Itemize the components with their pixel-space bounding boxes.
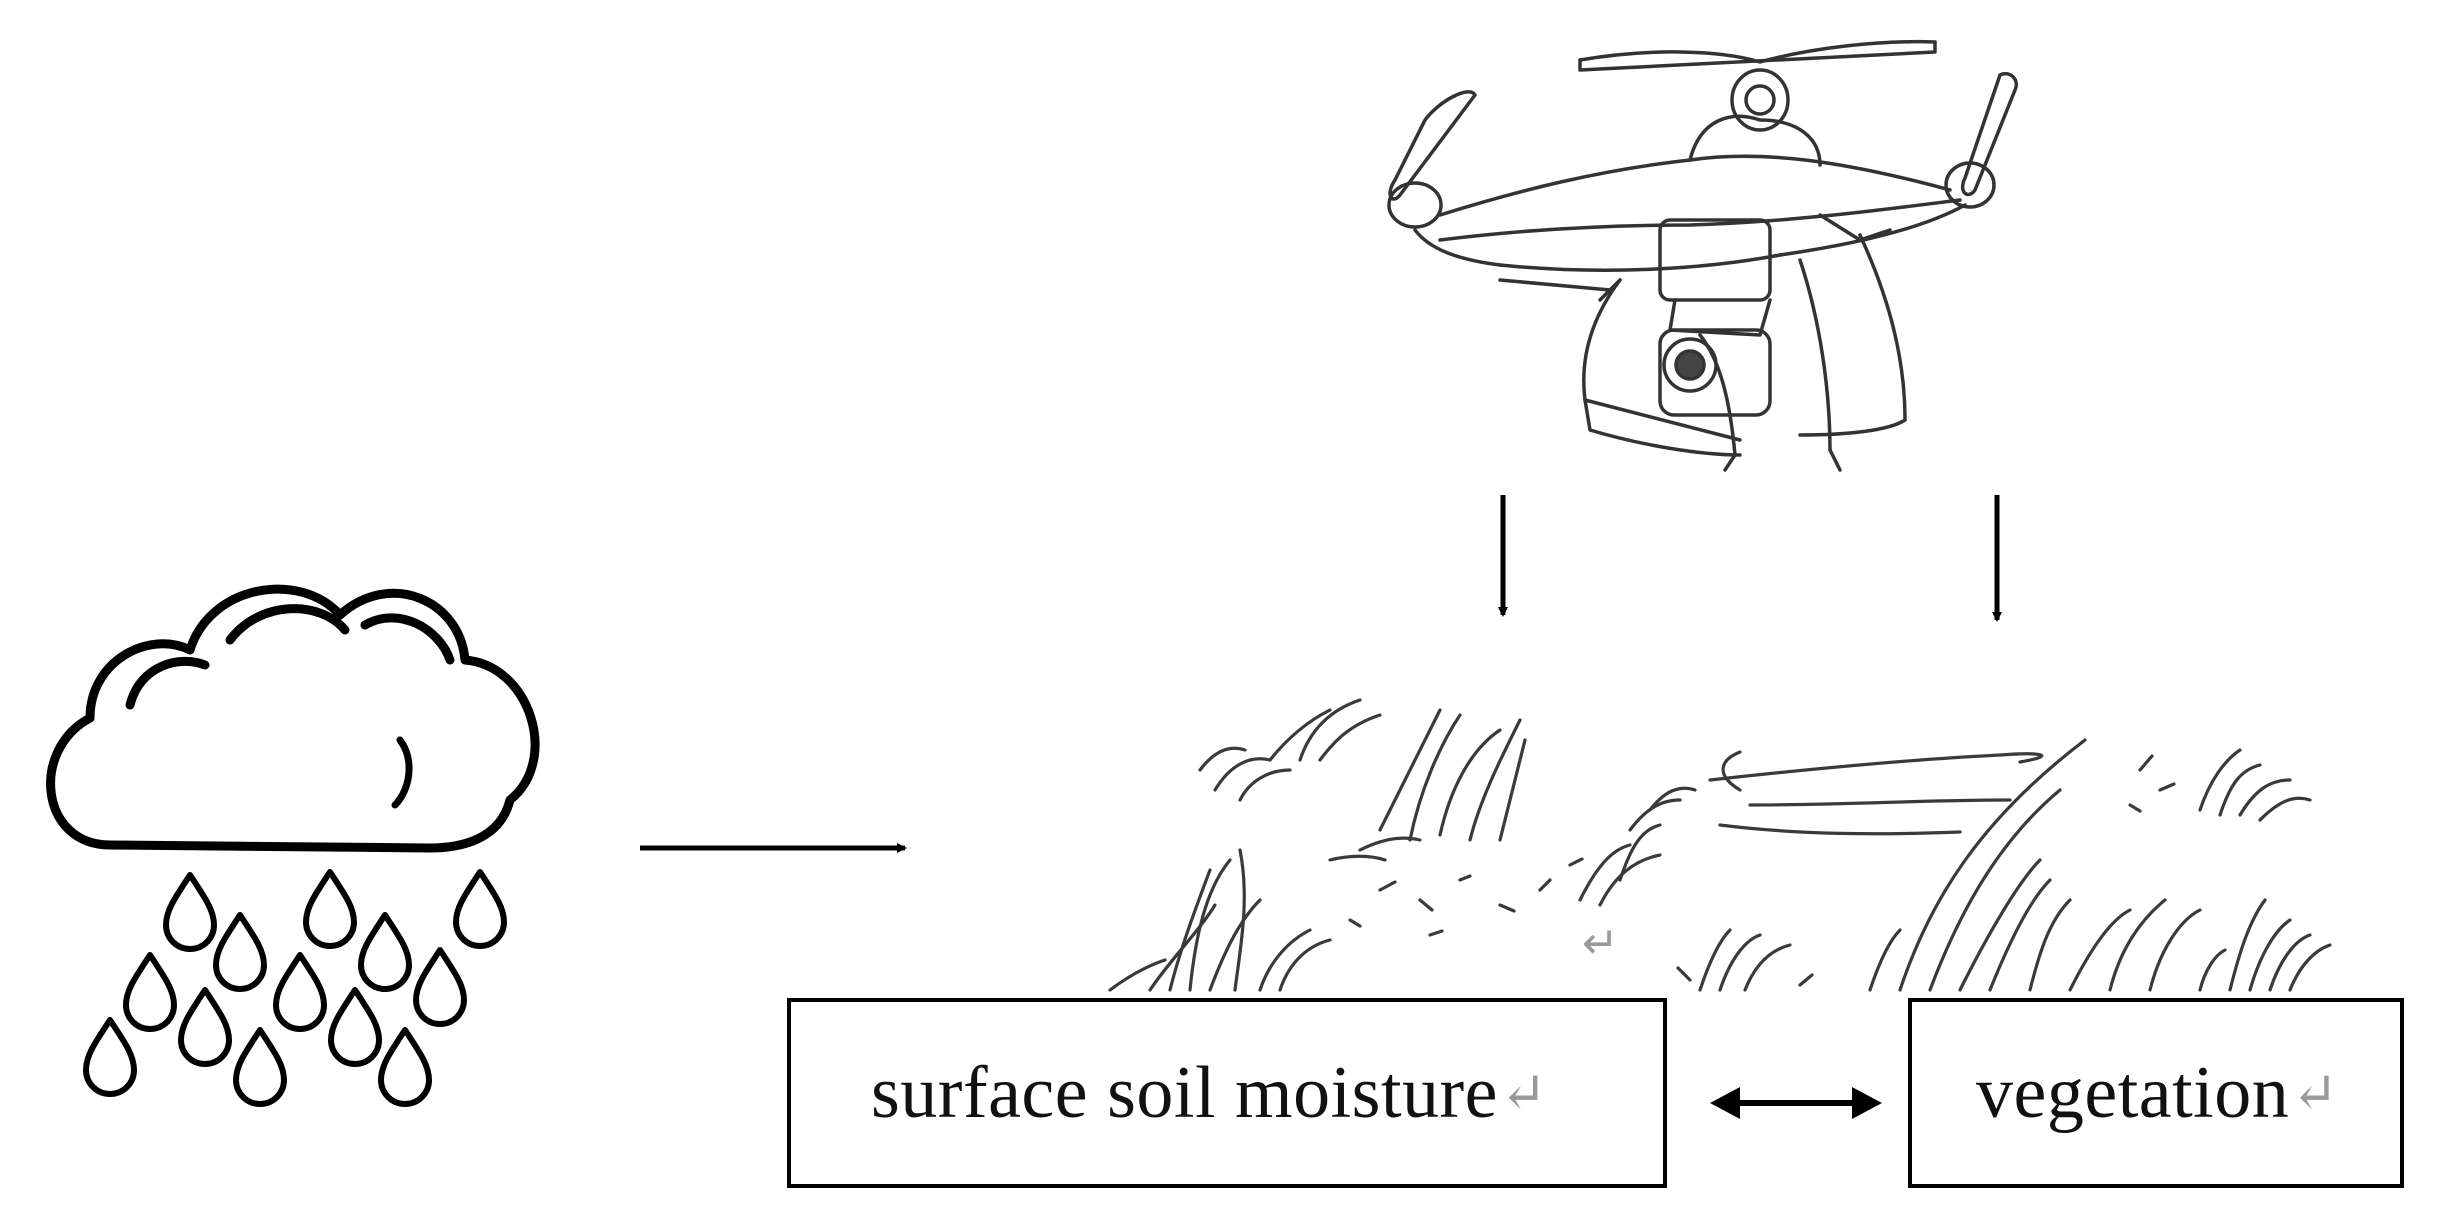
- paragraph-mark: ↵: [1500, 1062, 1547, 1125]
- soil-vegetation-double-arrow: [1710, 1087, 1882, 1119]
- paragraph-mark: ↵: [1582, 919, 1619, 968]
- paragraph-mark: ↵: [2291, 1062, 2339, 1125]
- vegetation-label: vegetation: [1976, 1051, 2290, 1134]
- surface-soil-moisture-box: surface soil moisture↵: [787, 998, 1667, 1188]
- surface-soil-moisture-label: surface soil moisture: [871, 1051, 1498, 1134]
- vegetation-box: vegetation↵: [1908, 998, 2404, 1188]
- grass-icon: [1108, 698, 2332, 992]
- drone-icon: [1387, 39, 2018, 472]
- rain-cloud-icon: [46, 584, 540, 1107]
